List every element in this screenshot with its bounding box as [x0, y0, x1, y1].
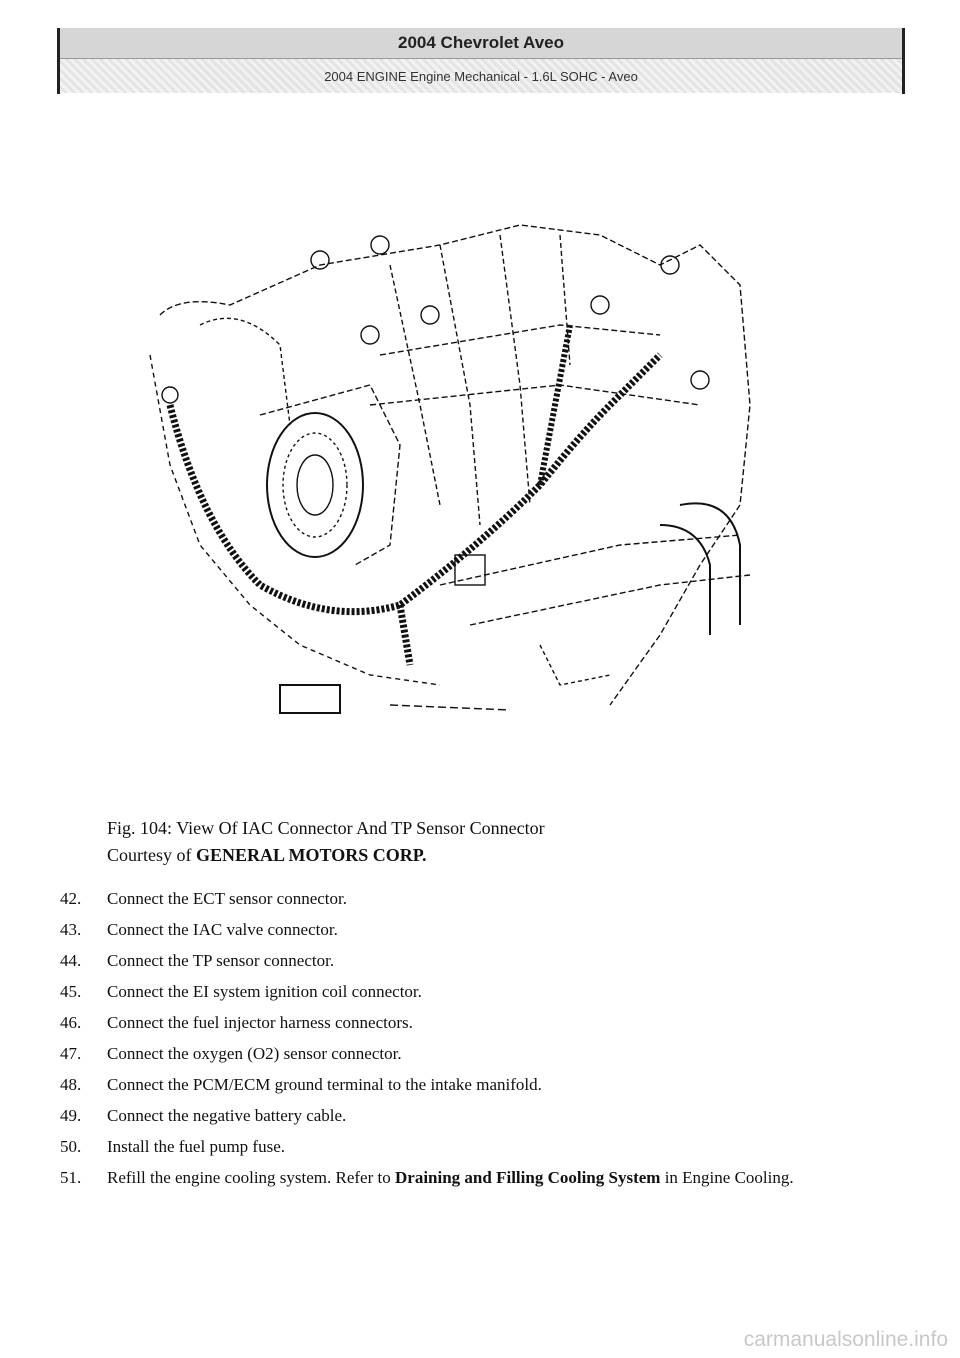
figure-courtesy: Courtesy of GENERAL MOTORS CORP.: [107, 842, 545, 869]
figure-caption-block: Fig. 104: View Of IAC Connector And TP S…: [107, 815, 545, 869]
step-text: Connect the PCM/ECM ground terminal to t…: [107, 1075, 542, 1094]
courtesy-org: GENERAL MOTORS CORP.: [196, 845, 427, 865]
procedure-steps: 42. Connect the ECT sensor connector. 43.…: [60, 888, 900, 1198]
step-text: Connect the IAC valve connector.: [107, 920, 338, 939]
step-number: 46.: [60, 1013, 82, 1032]
step-number: 43.: [60, 920, 82, 939]
watermark: carmanualsonline.info: [743, 1328, 948, 1351]
cooling-system-link[interactable]: Draining and Filling Cooling System: [395, 1168, 661, 1187]
step-number: 50.: [60, 1137, 82, 1156]
step-number: 47.: [60, 1044, 82, 1063]
engine-diagram: [149, 224, 751, 714]
courtesy-prefix: Courtesy of: [107, 845, 196, 865]
header-title: 2004 Chevrolet Aveo: [60, 28, 902, 59]
step-46: 46. Connect the fuel injector harness con…: [60, 1012, 900, 1034]
step-48: 48. Connect the PCM/ECM ground terminal t…: [60, 1074, 900, 1096]
page-header: 2004 Chevrolet Aveo 2004 ENGINE Engine M…: [57, 28, 905, 94]
header-subtitle: 2004 ENGINE Engine Mechanical - 1.6L SOH…: [60, 59, 902, 93]
step-number: 44.: [60, 951, 82, 970]
step-text: Connect the TP sensor connector.: [107, 951, 335, 970]
step-number: 45.: [60, 982, 82, 1001]
step-50: 50. Install the fuel pump fuse.: [60, 1136, 900, 1158]
step-42: 42. Connect the ECT sensor connector.: [60, 888, 900, 910]
step-number: 42.: [60, 889, 82, 908]
step-43: 43. Connect the IAC valve connector.: [60, 919, 900, 941]
step-49: 49. Connect the negative battery cable.: [60, 1105, 900, 1127]
step-45: 45. Connect the EI system ignition coil c…: [60, 981, 900, 1003]
step-number: 51.: [60, 1168, 82, 1187]
step-text: Connect the ECT sensor connector.: [107, 889, 347, 908]
step-text: Connect the fuel injector harness connec…: [107, 1013, 413, 1032]
step-number: 49.: [60, 1106, 82, 1125]
step-text: Refill the engine cooling system. Refer …: [107, 1167, 794, 1189]
step-44: 44. Connect the TP sensor connector.: [60, 950, 900, 972]
step-text: Install the fuel pump fuse.: [107, 1137, 285, 1156]
step-text: Connect the negative battery cable.: [107, 1106, 347, 1125]
step-text: Connect the oxygen (O2) sensor connector…: [107, 1044, 402, 1063]
step-47: 47. Connect the oxygen (O2) sensor connec…: [60, 1043, 900, 1065]
step-text-suffix: in Engine Cooling.: [660, 1168, 794, 1187]
figure-caption: Fig. 104: View Of IAC Connector And TP S…: [107, 818, 545, 838]
step-51: 51. Refill the engine cooling system. Ref…: [60, 1167, 900, 1189]
step-number: 48.: [60, 1075, 82, 1094]
step-text-lead: Refill the engine cooling system. Refer …: [107, 1168, 395, 1187]
step-text: Connect the EI system ignition coil conn…: [107, 982, 422, 1001]
